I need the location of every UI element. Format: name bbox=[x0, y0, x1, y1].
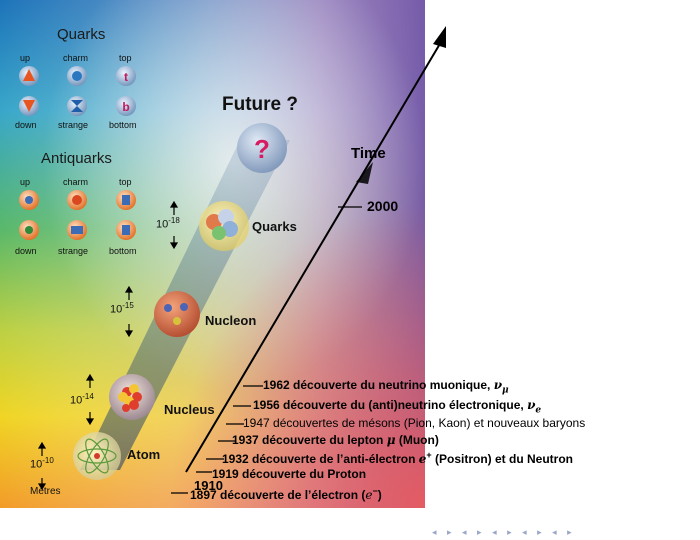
event-1962: 1962 découverte du neutrino muonique, νμ bbox=[263, 378, 509, 396]
antiquark-label-down: down bbox=[15, 246, 37, 256]
antiquarks-heading: Antiquarks bbox=[41, 150, 112, 167]
antiquark-label-top: top bbox=[119, 177, 132, 187]
event-1937: 1937 découverte du lepton μ (Muon) bbox=[232, 433, 439, 447]
svg-text:b: b bbox=[122, 100, 129, 114]
quark-down-icon bbox=[19, 96, 39, 116]
event-1897: 1897 découverte de l’électron (e−) bbox=[190, 486, 382, 502]
quark-label-bottom: bottom bbox=[109, 120, 137, 130]
quark-label-charm: charm bbox=[63, 53, 89, 63]
level-nucleus: Nucleus bbox=[164, 402, 215, 417]
scale-objects: ? bbox=[37, 123, 287, 491]
scale-arrows bbox=[37, 200, 179, 491]
event-1932: 1932 découverte de l’anti-électron e+ (P… bbox=[222, 450, 573, 466]
svg-text:?: ? bbox=[254, 134, 270, 164]
level-quarks: Quarks bbox=[252, 219, 297, 234]
antiquark-label-up: up bbox=[20, 177, 31, 187]
quark-bottom-icon: b bbox=[116, 96, 136, 116]
antiquark-up-icon bbox=[19, 190, 39, 210]
antiquark-label-charm: charm bbox=[63, 177, 89, 187]
antiquark-label-bottom: bottom bbox=[109, 246, 137, 256]
quark-up-icon bbox=[19, 66, 39, 86]
event-1956: 1956 découverte du (anti)neutrino électr… bbox=[253, 398, 542, 416]
event-1910: 1910 bbox=[194, 478, 223, 493]
time-direction-arrow-icon bbox=[356, 162, 373, 184]
event-1947: 1947 découvertes de mésons (Pion, Kaon) … bbox=[243, 416, 586, 430]
event-1919: 1919 découverte du Proton bbox=[212, 467, 367, 481]
level-atom: Atom bbox=[127, 447, 161, 462]
quark-strange-icon bbox=[67, 96, 87, 116]
level-nucleon: Nucleon bbox=[205, 313, 257, 328]
atom-sphere bbox=[73, 432, 121, 480]
antiquark-charm-icon bbox=[67, 190, 87, 210]
antiquark-strange-icon bbox=[67, 220, 87, 240]
time-axis-line bbox=[185, 41, 442, 473]
quark-label-down: down bbox=[15, 120, 37, 130]
scale-label-nucleus: 10-14 bbox=[70, 392, 94, 407]
time-axis-arrowhead bbox=[433, 26, 446, 48]
antiquark-label-strange: strange bbox=[58, 246, 89, 256]
quark-label-top: top bbox=[119, 53, 132, 63]
quarks-heading: Quarks bbox=[57, 26, 106, 43]
antiquark-top-icon bbox=[116, 190, 136, 210]
slide-navigation-icons[interactable]: ◂ ▸ ◂ ▸ ◂ ▸ ◂ ▸ ◂ ▸ bbox=[432, 527, 576, 537]
antiquark-down-icon bbox=[19, 220, 39, 240]
antiquark-bottom-icon bbox=[116, 220, 136, 240]
time-ticks bbox=[171, 206, 362, 494]
quarks-sphere bbox=[199, 201, 249, 251]
quark-label-up: up bbox=[20, 53, 31, 63]
scale-label-nucleon: 10-15 bbox=[110, 301, 134, 316]
scale-label-quarks: 10-18 bbox=[156, 216, 180, 231]
nucleon-sphere bbox=[154, 291, 200, 337]
year-2000-label: 2000 bbox=[367, 198, 399, 214]
future-label: Future ? bbox=[222, 94, 298, 115]
nucleus-sphere bbox=[109, 374, 155, 420]
scale-label-atom: 10-10 bbox=[30, 456, 54, 471]
quark-top-icon: t bbox=[116, 66, 136, 86]
future-question-sphere: ? bbox=[237, 123, 287, 173]
quark-charm-icon bbox=[67, 66, 87, 86]
quark-label-strange: strange bbox=[58, 120, 89, 130]
units-label: Metres bbox=[30, 486, 61, 497]
quark-icons: t b bbox=[19, 66, 136, 240]
svg-text:t: t bbox=[124, 70, 128, 84]
